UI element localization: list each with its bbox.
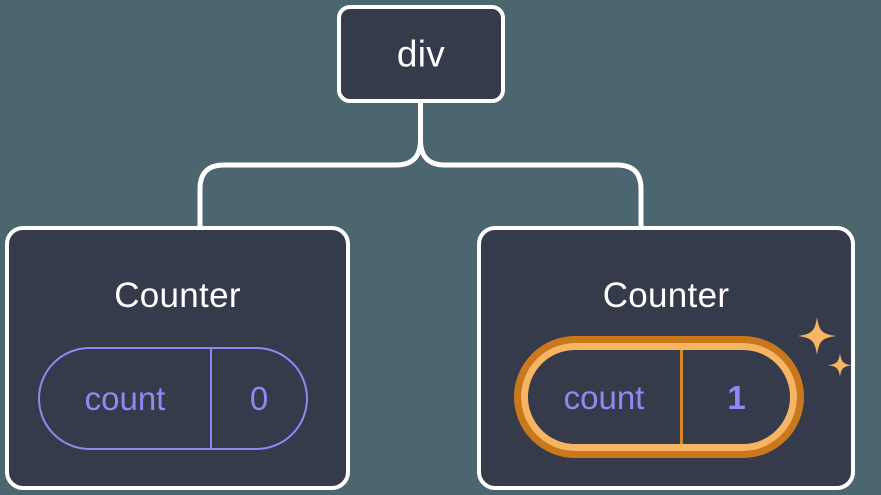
connector-to-left-counter (197, 100, 423, 231)
state-pill-right[interactable]: count 1 (514, 336, 804, 458)
node-counter-left-label: Counter (114, 276, 241, 315)
state-pill-right-highlight-ring (514, 336, 804, 458)
node-counter-right-label: Counter (602, 276, 730, 315)
state-value-right: 1 (727, 378, 746, 416)
node-div-label: div (396, 33, 446, 75)
node-div[interactable]: div (337, 5, 505, 103)
state-key-right: count (528, 350, 683, 444)
connector-to-right-counter (418, 100, 644, 231)
state-pill-left[interactable]: count 0 (38, 347, 308, 450)
state-pill-right-body: count 1 (521, 343, 797, 451)
state-value-left: 0 (249, 380, 269, 417)
state-key-left: count (40, 349, 212, 448)
